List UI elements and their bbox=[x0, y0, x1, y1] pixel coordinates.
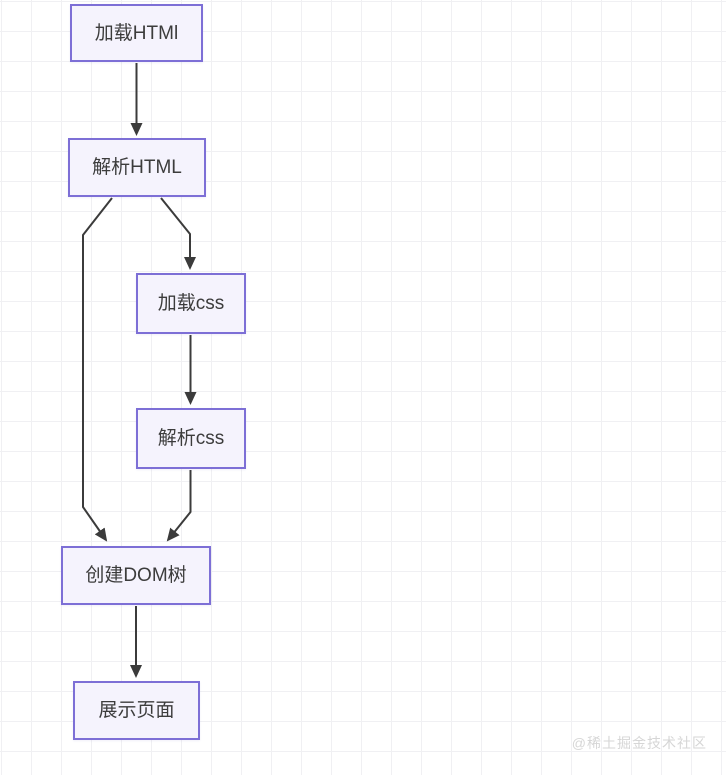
node-load-css: 加载css bbox=[136, 273, 246, 334]
edge-parse-html-to-load-css bbox=[160, 197, 196, 270]
node-load-css-label: 加载css bbox=[157, 293, 225, 314]
node-parse-html-label: 解析HTML bbox=[92, 157, 182, 178]
node-create-dom-tree-label: 创建DOM树 bbox=[85, 565, 187, 586]
edge-parse-html-to-create-dom-tree bbox=[82, 197, 113, 542]
node-parse-css: 解析css bbox=[136, 408, 246, 469]
node-create-dom-tree: 创建DOM树 bbox=[61, 546, 211, 605]
node-parse-css-label: 解析css bbox=[157, 428, 225, 449]
edge-parse-css-to-create-dom-tree bbox=[166, 470, 192, 542]
node-parse-html: 解析HTML bbox=[68, 138, 206, 197]
node-load-html: 加载HTMl bbox=[70, 4, 203, 62]
node-show-page: 展示页面 bbox=[73, 681, 200, 740]
node-load-html-label: 加载HTMl bbox=[94, 22, 179, 44]
watermark: @稀土掘金技术社区 bbox=[571, 735, 707, 751]
node-show-page-label: 展示页面 bbox=[98, 700, 175, 721]
